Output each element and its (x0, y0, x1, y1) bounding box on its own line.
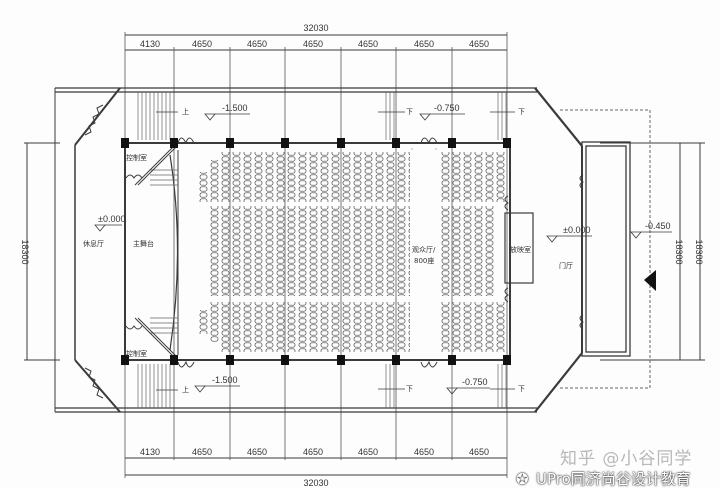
svg-text:-1.500: -1.500 (212, 375, 238, 385)
svg-text:下: 下 (406, 108, 413, 116)
watermark-upro: ✪UPro同济尚谷设计教育 (516, 470, 691, 488)
svg-text:4650: 4650 (469, 447, 489, 457)
svg-text:4650: 4650 (358, 447, 378, 457)
svg-text:-0.750: -0.750 (434, 103, 460, 113)
svg-text:下: 下 (518, 108, 525, 116)
room-foyer: 门厅 (559, 261, 573, 270)
auditorium-capacity: 800座 (414, 256, 434, 265)
svg-text:±0.000: ±0.000 (98, 214, 125, 224)
watermark-zhihu: 知乎 @小谷同学 (560, 449, 693, 469)
door-swing-top-1 (177, 137, 195, 145)
depth-label-right-2: 18300 (694, 239, 704, 264)
svg-text:4650: 4650 (414, 447, 434, 457)
door-swing-left-bottom (84, 367, 104, 399)
auditorium-seating (198, 152, 506, 352)
room-control-bottom: 控制室 (126, 349, 147, 358)
overall-width-bottom: 32030 (303, 478, 328, 488)
room-auditorium: 观众厅/ (412, 246, 436, 254)
svg-text:4650: 4650 (247, 39, 267, 49)
bay-labels-top: 4130 4650 4650 4650 4650 4650 4650 (140, 39, 489, 49)
structural-columns (121, 138, 511, 365)
svg-text:±0.000: ±0.000 (563, 225, 590, 235)
svg-text:4650: 4650 (192, 39, 212, 49)
svg-text:-0.450: -0.450 (645, 221, 671, 231)
room-main-stage: 主舞台 (133, 239, 154, 248)
depth-label-left: 18300 (20, 239, 30, 264)
svg-text:4650: 4650 (247, 447, 267, 457)
svg-text:4650: 4650 (358, 39, 378, 49)
svg-text:4650: 4650 (303, 39, 323, 49)
svg-text:-0.750: -0.750 (462, 377, 488, 387)
room-control-top: 控制室 (126, 153, 147, 162)
svg-text:4650: 4650 (192, 447, 212, 457)
svg-text:4650: 4650 (469, 39, 489, 49)
svg-text:下: 下 (518, 385, 525, 393)
svg-text:4650: 4650 (303, 447, 323, 457)
svg-text:4130: 4130 (140, 447, 160, 457)
door-swing-left-top (84, 104, 104, 136)
bay-labels-bottom: 4130 4650 4650 4650 4650 4650 4650 (140, 447, 489, 457)
wechat-icon: ✪ (516, 470, 529, 488)
overall-width-top: 32030 (303, 23, 328, 33)
svg-text:-1.500: -1.500 (222, 103, 248, 113)
svg-text:下: 下 (406, 385, 413, 393)
svg-text:4130: 4130 (140, 39, 160, 49)
room-projection: 放映室 (510, 245, 531, 254)
svg-text:上: 上 (182, 385, 189, 394)
svg-text:4650: 4650 (414, 39, 434, 49)
svg-text:上: 上 (182, 107, 189, 116)
room-rest-hall: 休息厅 (83, 239, 104, 248)
depth-label-right-1: 18300 (674, 239, 684, 264)
